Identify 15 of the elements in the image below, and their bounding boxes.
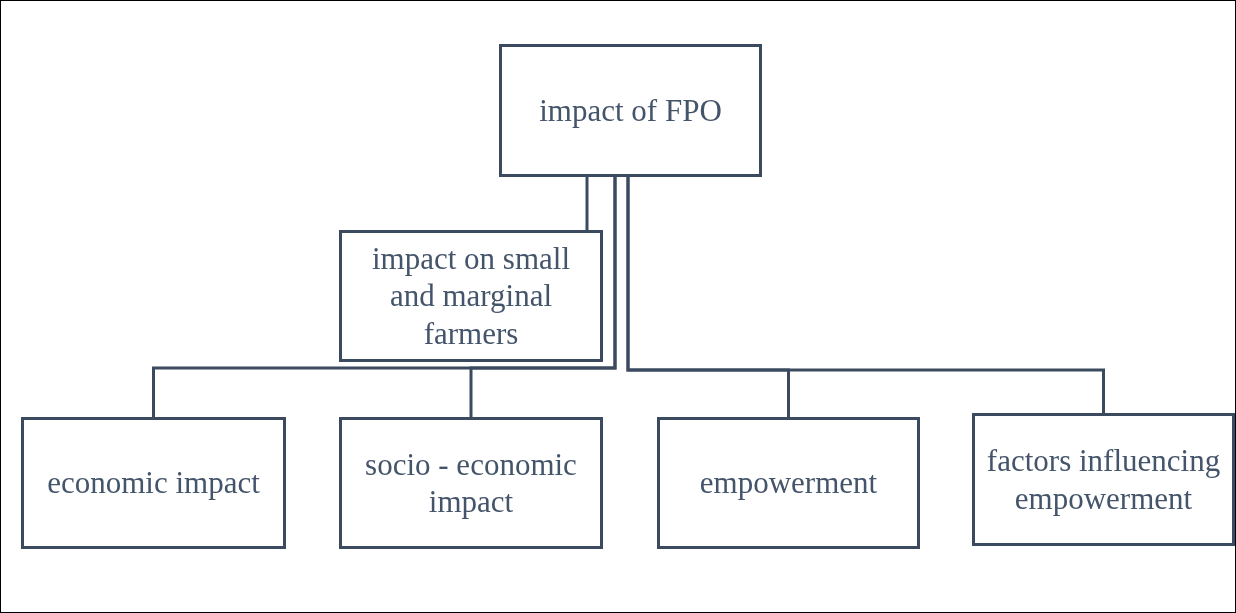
- topic-box: [21, 417, 286, 549]
- topic-box: [657, 417, 920, 549]
- topic-box: [499, 44, 762, 177]
- topic-box: [972, 413, 1235, 546]
- connector-line: [626, 177, 1105, 413]
- topic-box: [339, 417, 603, 549]
- topic-box: [339, 230, 603, 362]
- box-label: impact on small and marginal farmers: [371, 240, 571, 352]
- connector-line: [469, 177, 617, 417]
- box-label: empowerment: [699, 464, 878, 502]
- box-label: socio - economic impact: [364, 445, 578, 521]
- box-label: impact of FPO: [539, 91, 722, 130]
- connector-line: [585, 177, 589, 230]
- box-label: economic impact: [47, 464, 260, 502]
- box-label: factors influencing empowerment: [985, 442, 1222, 517]
